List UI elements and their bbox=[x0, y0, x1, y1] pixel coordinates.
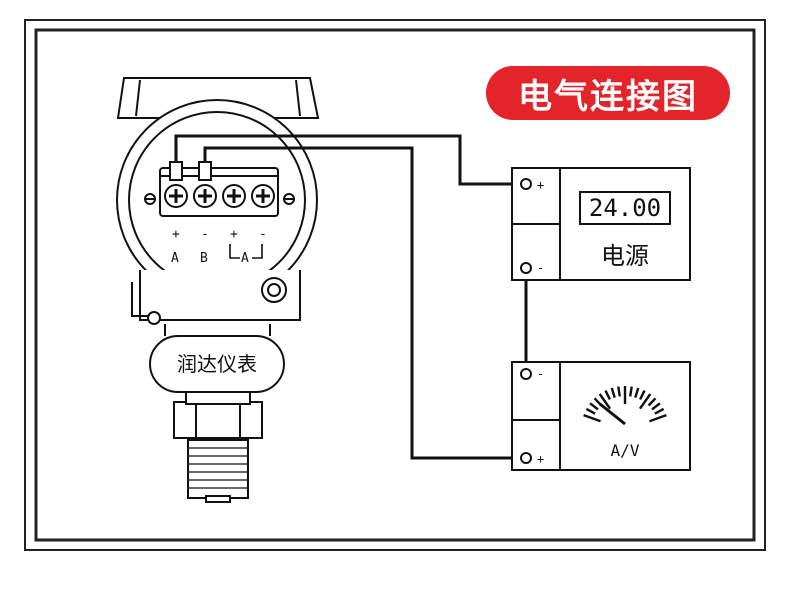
meter-dial-tick bbox=[649, 413, 667, 423]
wire-post bbox=[198, 161, 212, 181]
meter-minus-terminal bbox=[520, 368, 532, 380]
power-supply-plus-terminal bbox=[520, 178, 532, 190]
meter-dial-tick bbox=[617, 386, 621, 397]
wires bbox=[174, 134, 528, 460]
meter-label: A/V bbox=[611, 441, 640, 460]
terminal-sign-label: + bbox=[230, 227, 238, 242]
terminal-bracket-letter: A bbox=[241, 251, 249, 266]
meter-dial-tick bbox=[589, 402, 599, 411]
meter-plus-terminal bbox=[520, 452, 532, 464]
meter-dial-tick bbox=[585, 407, 596, 415]
title-badge: 电气连接图 bbox=[486, 66, 730, 120]
threaded-fitting bbox=[187, 439, 249, 499]
meter-plus-label: + bbox=[537, 452, 544, 466]
meter-dial-tick bbox=[598, 393, 612, 410]
inner-frame bbox=[34, 28, 756, 542]
terminal-labels: + - + - A B A bbox=[171, 227, 267, 266]
terminal-letter-label: B bbox=[200, 251, 208, 266]
meter-dial-tick bbox=[604, 390, 611, 401]
meter-needle bbox=[599, 402, 626, 426]
brand-label: 润达仪表 bbox=[177, 352, 257, 376]
meter-dial-tick bbox=[639, 390, 646, 401]
meter-dial-tick bbox=[610, 387, 616, 398]
power-supply-display-value: 24.00 bbox=[589, 194, 661, 222]
meter-dial-scale bbox=[583, 386, 667, 423]
meter-dial-tick bbox=[638, 393, 652, 410]
meter-dial-tick bbox=[647, 397, 657, 407]
meter-dial-tick bbox=[629, 386, 633, 397]
wire-positive bbox=[174, 134, 522, 186]
power-supply-label: 电源 bbox=[601, 242, 649, 270]
meter-dial-tick bbox=[651, 402, 661, 411]
hex-nut bbox=[173, 401, 263, 439]
power-supply-plus-label: + bbox=[537, 178, 544, 192]
power-supply-minus-label: - bbox=[537, 261, 544, 275]
terminal-bracket bbox=[229, 244, 263, 259]
wire-signal bbox=[203, 146, 522, 460]
meter-dial-tick bbox=[583, 413, 601, 423]
terminal-block bbox=[159, 167, 279, 217]
meter-dial-tick bbox=[654, 407, 665, 415]
outer-frame bbox=[24, 19, 766, 551]
terminal-sign-label: + bbox=[172, 227, 180, 242]
terminal-sign-label: - bbox=[201, 227, 209, 242]
wire-post bbox=[169, 161, 183, 181]
terminal-letter-label: A bbox=[171, 251, 179, 266]
meter: - + A/V bbox=[511, 361, 691, 471]
transmitter bbox=[116, 77, 320, 503]
device-neck bbox=[139, 270, 301, 321]
meter-box bbox=[511, 361, 691, 471]
power-supply: + - 24.00 电源 bbox=[511, 167, 691, 281]
terminal-screws bbox=[144, 184, 295, 208]
power-supply-display bbox=[579, 191, 671, 225]
terminal-sign-label: - bbox=[259, 227, 267, 242]
meter-minus-label: - bbox=[537, 367, 544, 381]
meter-dial-tick bbox=[634, 387, 640, 398]
power-supply-minus-terminal bbox=[520, 262, 532, 274]
